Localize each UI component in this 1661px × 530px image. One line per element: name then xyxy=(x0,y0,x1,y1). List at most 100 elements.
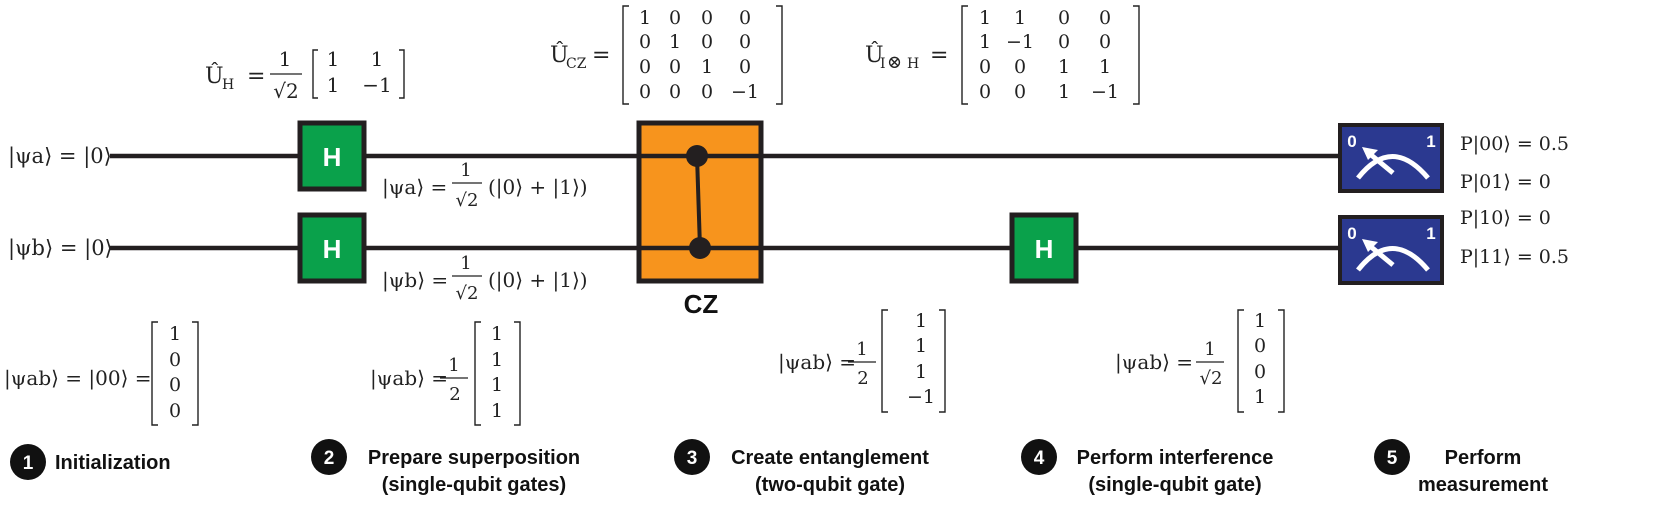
uih-m13: 0 xyxy=(1099,31,1111,53)
ucz-eq: = xyxy=(592,43,610,68)
uih-m10: 1 xyxy=(979,31,991,53)
step-4-subtitle: (single-qubit gate) xyxy=(1088,474,1261,496)
probabilities: P|00⟩ = 0.5 P|01⟩ = 0 P|10⟩ = 0 P|11⟩ = … xyxy=(1460,133,1569,268)
uih-eq: = xyxy=(930,43,948,68)
ucz-m01: 0 xyxy=(669,7,681,29)
state-3-entry: 1 xyxy=(915,310,927,332)
prob-01: P|01⟩ = 0 xyxy=(1460,171,1551,193)
prob-10: P|10⟩ = 0 xyxy=(1460,207,1551,229)
qubit-b-initial-state: |ψb⟩ = |0⟩ xyxy=(8,236,113,261)
ucz-m00: 1 xyxy=(639,7,651,29)
cz-gate: CZ xyxy=(636,120,764,319)
uih-m20: 0 xyxy=(979,56,991,78)
qubit-b-after-rhs: (|0⟩ + |1⟩) xyxy=(488,268,588,293)
qubit-b-superposition: |ψb⟩ = 1 √2 (|0⟩ + |1⟩) xyxy=(382,253,588,304)
meter-b-zero: 0 xyxy=(1347,224,1356,243)
meter-b-one: 1 xyxy=(1426,224,1435,243)
state-2-entry: 1 xyxy=(491,349,503,371)
prob-11: P|11⟩ = 0.5 xyxy=(1460,246,1569,268)
uih-m12: 0 xyxy=(1058,31,1070,53)
qubit-a-initial-state: |ψa⟩ = |0⟩ xyxy=(8,144,112,169)
step-1-badge xyxy=(10,444,46,480)
state-4-entry: 1 xyxy=(1254,310,1266,332)
ucz-m32: 0 xyxy=(701,81,713,103)
step-3-badge xyxy=(674,439,710,475)
ucz-m33: −1 xyxy=(731,81,759,103)
uih-m22: 1 xyxy=(1058,56,1070,78)
step-1-title: Initialization xyxy=(55,452,171,474)
state-3-frac-num: 1 xyxy=(856,339,867,360)
step-3-title: Create entanglement xyxy=(731,447,929,469)
h-gate-a-label: H xyxy=(323,142,342,172)
state-2-frac-den: 2 xyxy=(449,384,460,405)
uih-m33: −1 xyxy=(1091,81,1119,103)
uh-label: Û xyxy=(205,62,224,89)
step-5-title: Perform xyxy=(1445,447,1522,469)
cz-control-dot xyxy=(686,145,708,167)
state-1-entry: 1 xyxy=(169,323,181,345)
qubit-b-after-den: √2 xyxy=(456,283,479,304)
step-2-subtitle: (single-qubit gates) xyxy=(382,474,566,496)
state-2-entry: 1 xyxy=(491,400,503,422)
ucz-m20: 0 xyxy=(639,56,651,78)
qubit-a-after-num: 1 xyxy=(460,160,471,181)
ucz-m03: 0 xyxy=(739,7,751,29)
step-2-number: 2 xyxy=(324,448,335,469)
ucz-m12: 0 xyxy=(701,31,713,53)
meter-b: 0 1 xyxy=(1338,215,1444,285)
step-5-number: 5 xyxy=(1387,448,1398,469)
state-3-frac-den: 2 xyxy=(857,368,868,389)
uh-frac-den: √2 xyxy=(273,79,298,103)
step-2-badge xyxy=(311,439,347,475)
uih-sub: I xyxy=(880,56,886,72)
state-4-frac-num: 1 xyxy=(1204,339,1215,360)
ucz-label: Û xyxy=(550,41,569,68)
step-2-title: Prepare superposition xyxy=(368,447,580,469)
step-4-badge xyxy=(1021,439,1057,475)
uih-m11: −1 xyxy=(1006,31,1034,53)
uih-m00: 1 xyxy=(979,7,991,29)
uih-m02: 0 xyxy=(1058,7,1070,29)
state-4-entry: 0 xyxy=(1254,361,1266,383)
uih-label: Û xyxy=(865,41,884,68)
h-gate-interference-label: H xyxy=(1035,234,1054,264)
step-1-number: 1 xyxy=(23,453,34,474)
ucz-m31: 0 xyxy=(669,81,681,103)
state-2-entry: 1 xyxy=(491,323,503,345)
ucz-m13: 0 xyxy=(739,31,751,53)
state-3-lhs: |ψab⟩ = xyxy=(778,350,856,375)
qubit-a-after-lhs: |ψa⟩ = xyxy=(382,175,447,200)
uh-m01: 1 xyxy=(371,47,384,71)
ucz-m10: 0 xyxy=(639,31,651,53)
ucz-sub: CZ xyxy=(566,56,587,72)
cz-gate-label: CZ xyxy=(684,289,719,319)
ucz-m02: 0 xyxy=(701,7,713,29)
state-2-lhs: |ψab⟩ = xyxy=(370,366,448,391)
state-2-entry: 1 xyxy=(491,374,503,396)
ucz-m21: 0 xyxy=(669,56,681,78)
uh-m10: 1 xyxy=(327,73,340,97)
step-3-number: 3 xyxy=(687,448,698,469)
uh-m11: −1 xyxy=(362,73,391,97)
prob-00: P|00⟩ = 0.5 xyxy=(1460,133,1569,155)
h-gate-b-label: H xyxy=(323,234,342,264)
qubit-b-after-num: 1 xyxy=(460,253,471,274)
ucz-m23: 0 xyxy=(739,56,751,78)
uih-m01: 1 xyxy=(1014,7,1026,29)
h-gate-a: H xyxy=(297,120,367,192)
qubit-a-after-den: √2 xyxy=(456,190,479,211)
h-gate-interference: H xyxy=(1009,212,1079,284)
cz-target-dot xyxy=(689,237,711,259)
qubit-a-superposition: |ψa⟩ = 1 √2 (|0⟩ + |1⟩) xyxy=(382,160,588,211)
matrix-uh: Û H = 1 √2 1 1 1 −1 xyxy=(205,47,405,103)
state-3-entry: 1 xyxy=(915,335,927,357)
state-3-entry: 1 xyxy=(915,361,927,383)
ucz-m11: 1 xyxy=(669,31,681,53)
qubit-a-after-rhs: (|0⟩ + |1⟩) xyxy=(488,175,588,200)
state-4-entry: 1 xyxy=(1254,386,1266,408)
uih-m31: 0 xyxy=(1014,81,1026,103)
h-gate-b: H xyxy=(297,212,367,284)
